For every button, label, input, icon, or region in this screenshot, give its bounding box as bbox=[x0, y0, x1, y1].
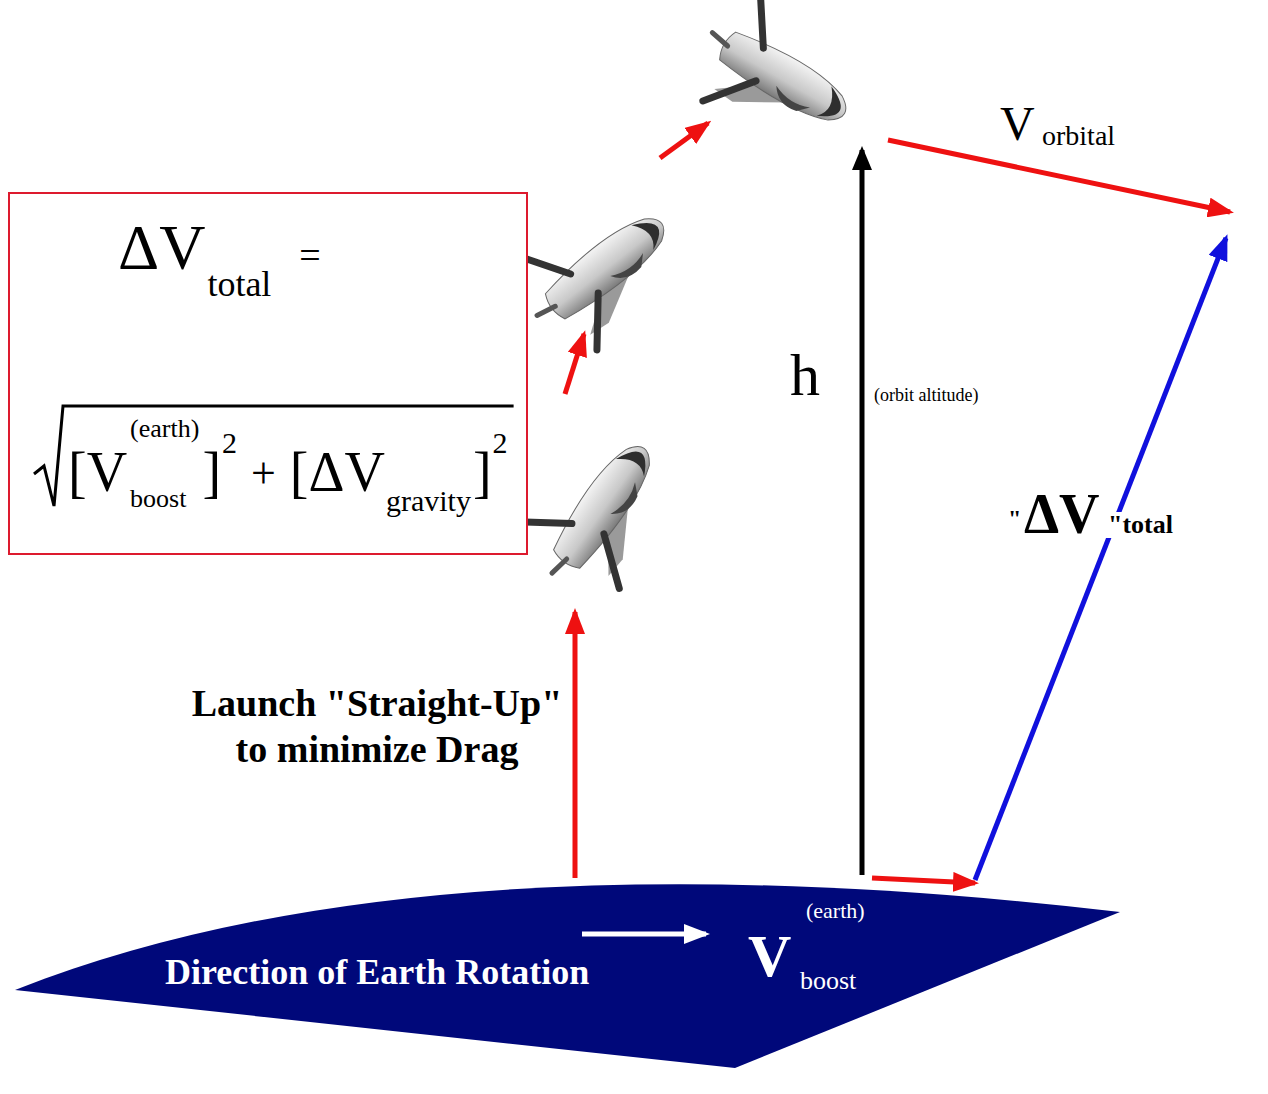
path-arrow bbox=[565, 334, 584, 394]
formula-box: ΔVtotal=[V(earth)boost]2+[ΔVgravity]2 bbox=[8, 192, 528, 555]
surface-label: V bbox=[748, 926, 791, 986]
altitude-symbol: h bbox=[788, 345, 822, 405]
launch-note: Launch "Straight-Up" to minimize Drag bbox=[178, 680, 576, 772]
formula-term: (earth) bbox=[130, 416, 199, 442]
formula-term: ΔV bbox=[118, 216, 205, 280]
formula-term: 2 bbox=[493, 428, 508, 458]
path-arrow bbox=[660, 123, 708, 158]
boost-arrow bbox=[872, 878, 975, 883]
formula-term: 2 bbox=[222, 428, 237, 458]
delta-v-subscript: "total bbox=[1106, 512, 1175, 538]
delta-v-arrow bbox=[975, 238, 1226, 880]
delta-v-symbol: ΔV bbox=[1022, 486, 1102, 542]
shuttle bbox=[501, 174, 698, 366]
surface-label: (earth) bbox=[806, 900, 865, 922]
quote-mark: " bbox=[1006, 506, 1023, 530]
earth-plane bbox=[0, 820, 1130, 1070]
formula-term: [V bbox=[68, 444, 127, 500]
earth-surface-shape bbox=[15, 884, 1120, 1068]
formula-term: total bbox=[207, 266, 271, 302]
orbital-symbol: V bbox=[998, 100, 1037, 148]
rotation-arrow bbox=[582, 932, 706, 937]
altitude-arrow bbox=[860, 150, 865, 875]
formula-term: ] bbox=[202, 444, 221, 500]
shuttle bbox=[680, 0, 875, 165]
formula-term: = bbox=[299, 236, 320, 274]
formula-term: ] bbox=[473, 444, 492, 500]
shuttle bbox=[504, 413, 693, 610]
formula-term: boost bbox=[130, 486, 186, 512]
surface-label: Direction of Earth Rotation bbox=[165, 954, 589, 990]
formula-term: [ΔV bbox=[290, 444, 385, 500]
orbital-velocity-arrow bbox=[888, 140, 1230, 212]
formula-term: + bbox=[251, 452, 276, 496]
altitude-note: (orbit altitude) bbox=[872, 386, 980, 404]
earth-surface: Direction of Earth Rotation V (earth) boost bbox=[0, 820, 1130, 1070]
orbital-subscript: orbital bbox=[1040, 122, 1117, 150]
formula-term: gravity bbox=[386, 486, 471, 516]
launch-arrow bbox=[573, 612, 578, 878]
surface-label: boost bbox=[800, 968, 856, 994]
